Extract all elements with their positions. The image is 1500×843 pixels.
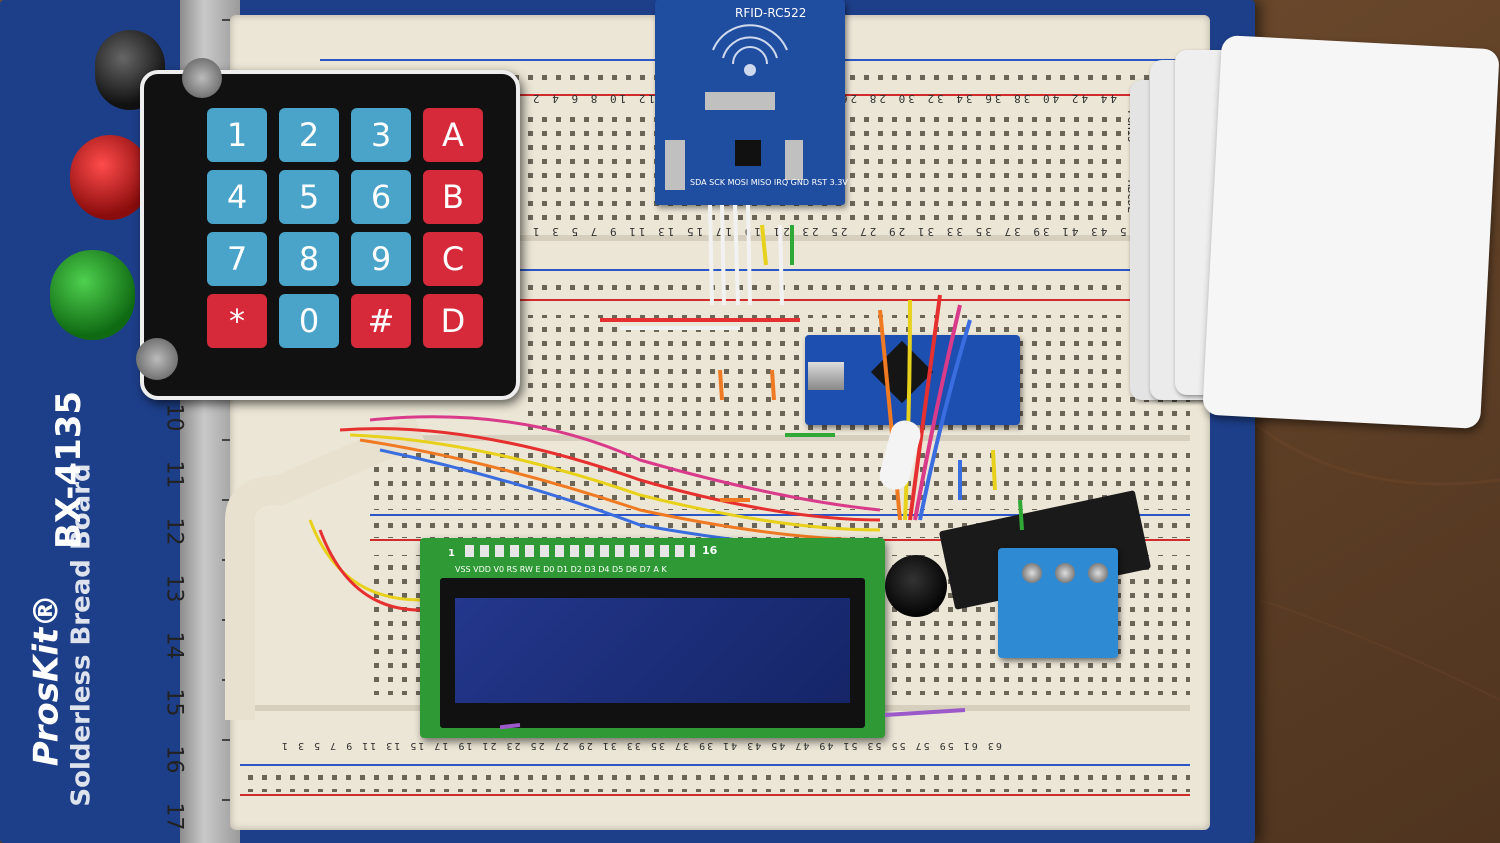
keypad-key-16: D: [423, 294, 483, 348]
terminal-screw-1: [1022, 563, 1042, 583]
keypad-key-10: 8: [279, 232, 339, 286]
ruler-mark-10: 10: [161, 403, 187, 432]
kit-brand-label: ProsKit®: [26, 593, 67, 767]
keypad-key-8: B: [423, 170, 483, 224]
lcd-screen: [455, 598, 850, 703]
keypad-standoff-bl: [136, 338, 178, 380]
row-numbers-mid: 47 45 43 41 39 37 35 33 31 29 27 25 23 2…: [530, 225, 1166, 238]
keypad-key-12: C: [423, 232, 483, 286]
keypad-key-7: 6: [351, 170, 411, 224]
lcd-pin-one: 1: [448, 548, 455, 559]
row-numbers-low: 63 61 59 57 55 53 51 49 47 45 43 41 39 3…: [280, 740, 1002, 751]
banana-jack-green: [50, 250, 135, 340]
ruler-mark-13: 13: [161, 574, 187, 603]
lcd-pin-header-labels: VSS VDD V0 RS RW E D0 D1 D2 D3 D4 D5 D6 …: [455, 565, 667, 574]
lcd-pin-strip: [465, 545, 695, 557]
keypad-key-11: 9: [351, 232, 411, 286]
rfid-label: RFID-RC522: [735, 6, 807, 20]
keypad-standoff-tl: [182, 58, 222, 98]
arduino-wire-bundle: [878, 294, 972, 521]
buzzer: [885, 555, 947, 617]
ruler-mark-16: 16: [161, 745, 187, 774]
kit-subtitle-label: Solderless Bread Board: [66, 463, 97, 807]
rfid-antenna: [665, 24, 803, 190]
keypad-key-13: *: [207, 294, 267, 348]
rfid-wires: [708, 205, 794, 306]
rfid-card-front: [1202, 34, 1500, 430]
rfid-pin-labels: SDA SCK MOSI MISO IRQ GND RST 3.3V: [690, 178, 848, 187]
keypad-key-3: 3: [351, 108, 411, 162]
ruler-mark-12: 12: [161, 517, 187, 546]
keypad-key-5: 4: [207, 170, 267, 224]
keypad-key-14: 0: [279, 294, 339, 348]
ruler-mark-11: 11: [161, 460, 187, 489]
keypad-key-15: #: [351, 294, 411, 348]
row-numbers-top: 48 46 44 42 40 38 36 34 32 30 28 26 24 2…: [530, 92, 1175, 105]
ruler-mark-14: 14: [161, 631, 187, 660]
keypad-key-2: 2: [279, 108, 339, 162]
lcd-pin-count: 16: [702, 544, 718, 557]
ruler-mark-17: 17: [161, 802, 187, 831]
ruler-mark-15: 15: [161, 688, 187, 717]
keypad-key-6: 5: [279, 170, 339, 224]
keypad-ribbon-and-wires: [225, 415, 881, 720]
jumper-wires: [500, 318, 1024, 730]
arduino-usb-port: [808, 362, 844, 390]
keypad-key-4: A: [423, 108, 483, 162]
keypad-key-1: 1: [207, 108, 267, 162]
keypad-key-9: 7: [207, 232, 267, 286]
terminal-screw-3: [1088, 563, 1108, 583]
terminal-screw-2: [1055, 563, 1075, 583]
banana-jack-red: [70, 135, 150, 220]
